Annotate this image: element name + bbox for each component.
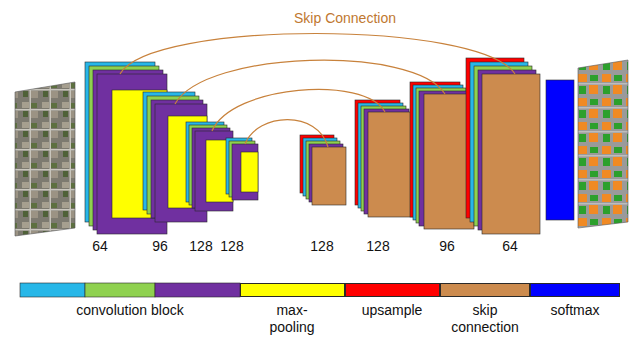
encoder-block	[226, 138, 258, 200]
channel-count: 64	[92, 238, 108, 254]
channel-count: 128	[189, 238, 212, 254]
skip-arc	[175, 60, 445, 104]
legend-label: convolution block	[50, 302, 210, 319]
channel-count: 128	[220, 238, 243, 254]
legend-label: max- pooling	[262, 302, 322, 336]
output-image	[578, 60, 628, 228]
decoder-block	[466, 58, 540, 234]
skip-layer	[482, 74, 540, 234]
pool-layer	[241, 152, 258, 192]
skip-arc	[120, 34, 515, 75]
legend-conv-strip	[20, 283, 240, 297]
section-label: Skip Connection	[291, 10, 399, 26]
legend-label: softmax	[535, 302, 615, 319]
skip-layer	[368, 112, 413, 217]
channel-count: 128	[310, 238, 333, 254]
legend-swatch-part	[20, 283, 85, 297]
skip-layer	[312, 147, 346, 205]
channel-count: 128	[366, 238, 389, 254]
conv-layer	[232, 144, 258, 200]
legend-swatch-part	[85, 283, 155, 297]
legend-swatch-part	[155, 283, 240, 297]
decoder-block	[355, 100, 413, 217]
legend-swatch	[345, 283, 440, 297]
legend-swatch	[240, 283, 345, 297]
skip-arc	[212, 89, 385, 131]
softmax-layer	[546, 80, 574, 220]
skip-arcs	[120, 34, 515, 148]
decoder-block	[410, 82, 474, 229]
legend-label: upsample	[347, 302, 437, 319]
legend-swatch	[440, 283, 530, 297]
channel-count: 96	[439, 238, 455, 254]
input-image	[15, 82, 75, 236]
skip-arc	[245, 120, 328, 147]
legend-label: skip connection	[445, 302, 525, 336]
channel-count: 96	[152, 238, 168, 254]
legend-swatch	[530, 283, 620, 297]
decoder-block	[300, 135, 346, 205]
channel-count: 64	[502, 238, 518, 254]
